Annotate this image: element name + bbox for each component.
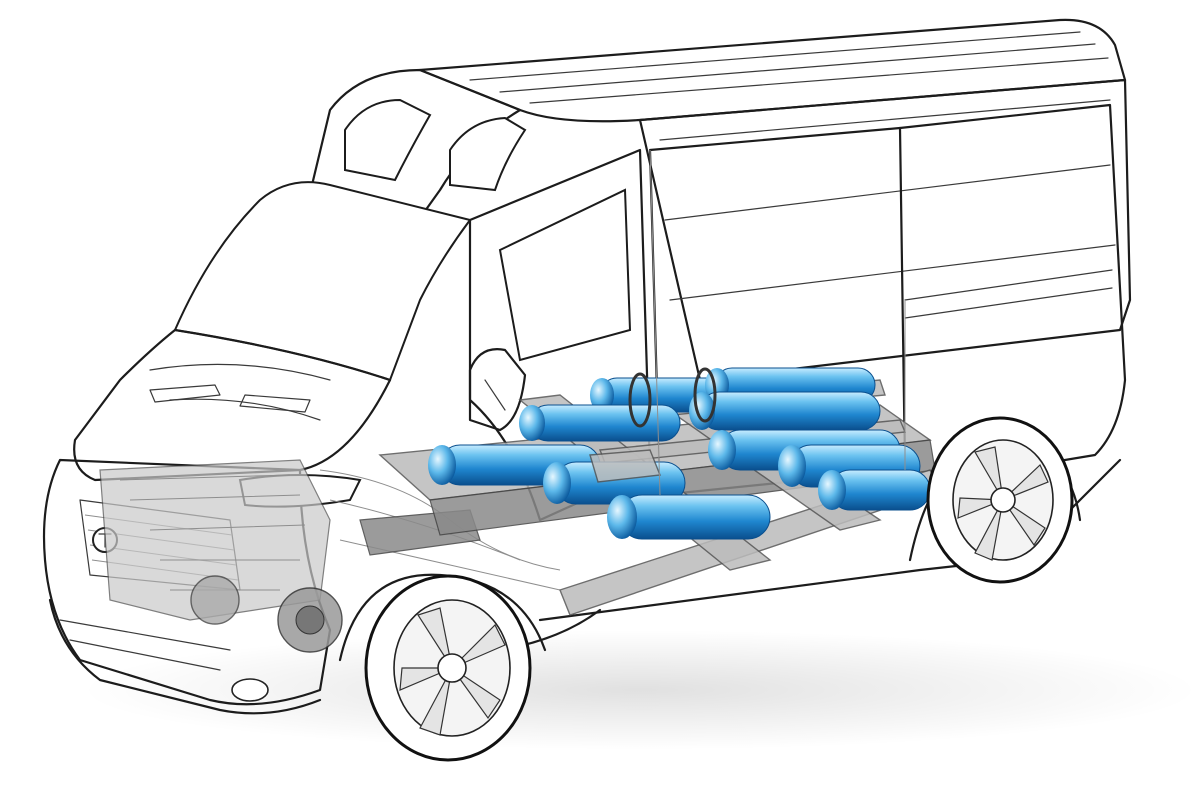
fog-light xyxy=(231,678,269,702)
rear-wheel xyxy=(926,416,1074,584)
front-wheel xyxy=(364,574,532,762)
tank-9 xyxy=(607,494,771,540)
van-body xyxy=(42,18,1132,715)
frame-overlay xyxy=(589,149,906,496)
gas-tanks xyxy=(428,367,931,540)
ground-shadow xyxy=(80,630,1200,750)
tank-10 xyxy=(818,469,931,511)
engine-bay xyxy=(99,459,561,653)
tank-3 xyxy=(519,404,681,442)
tank-4 xyxy=(689,391,881,431)
